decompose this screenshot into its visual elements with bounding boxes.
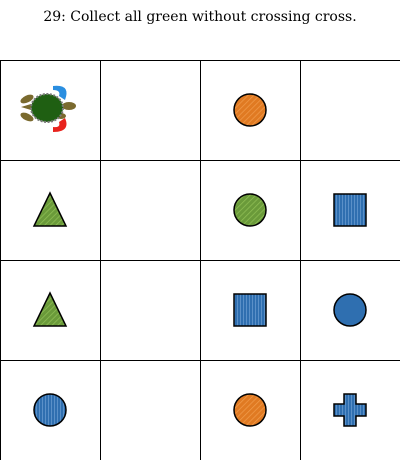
blue-cross-item[interactable] bbox=[333, 393, 367, 427]
turtle-tail bbox=[21, 104, 31, 110]
turtle-red-marker bbox=[53, 118, 67, 132]
grid-cell-r3-c3[interactable] bbox=[300, 360, 400, 460]
grid-cell-r0-c3[interactable] bbox=[300, 60, 400, 161]
turtle-icon bbox=[20, 85, 76, 132]
orange-circle-item[interactable] bbox=[233, 93, 267, 127]
green-triangle-item[interactable] bbox=[32, 291, 68, 327]
turtle-leg bbox=[20, 94, 34, 104]
grid-cell-r0-c1[interactable] bbox=[100, 60, 201, 161]
green-circle-item[interactable] bbox=[233, 193, 267, 227]
grid-cell-r1-c1[interactable] bbox=[100, 160, 201, 261]
turtle-blue-marker bbox=[53, 85, 67, 100]
turtle-shell bbox=[30, 93, 64, 123]
game-board bbox=[0, 60, 400, 460]
blue-square-item[interactable] bbox=[333, 193, 367, 227]
puzzle-title: 29: Collect all green without crossing c… bbox=[43, 9, 357, 25]
turtle-leg bbox=[20, 112, 34, 122]
grid-cell-r2-c1[interactable] bbox=[100, 260, 201, 361]
turtle-head bbox=[62, 102, 76, 110]
grid-cell-r3-c1[interactable] bbox=[100, 360, 201, 460]
blue-circle-item[interactable] bbox=[33, 393, 67, 427]
blue-circle-item[interactable] bbox=[333, 293, 367, 327]
green-triangle-item[interactable] bbox=[32, 191, 68, 227]
orange-circle-item[interactable] bbox=[233, 393, 267, 427]
blue-square-item[interactable] bbox=[233, 293, 267, 327]
